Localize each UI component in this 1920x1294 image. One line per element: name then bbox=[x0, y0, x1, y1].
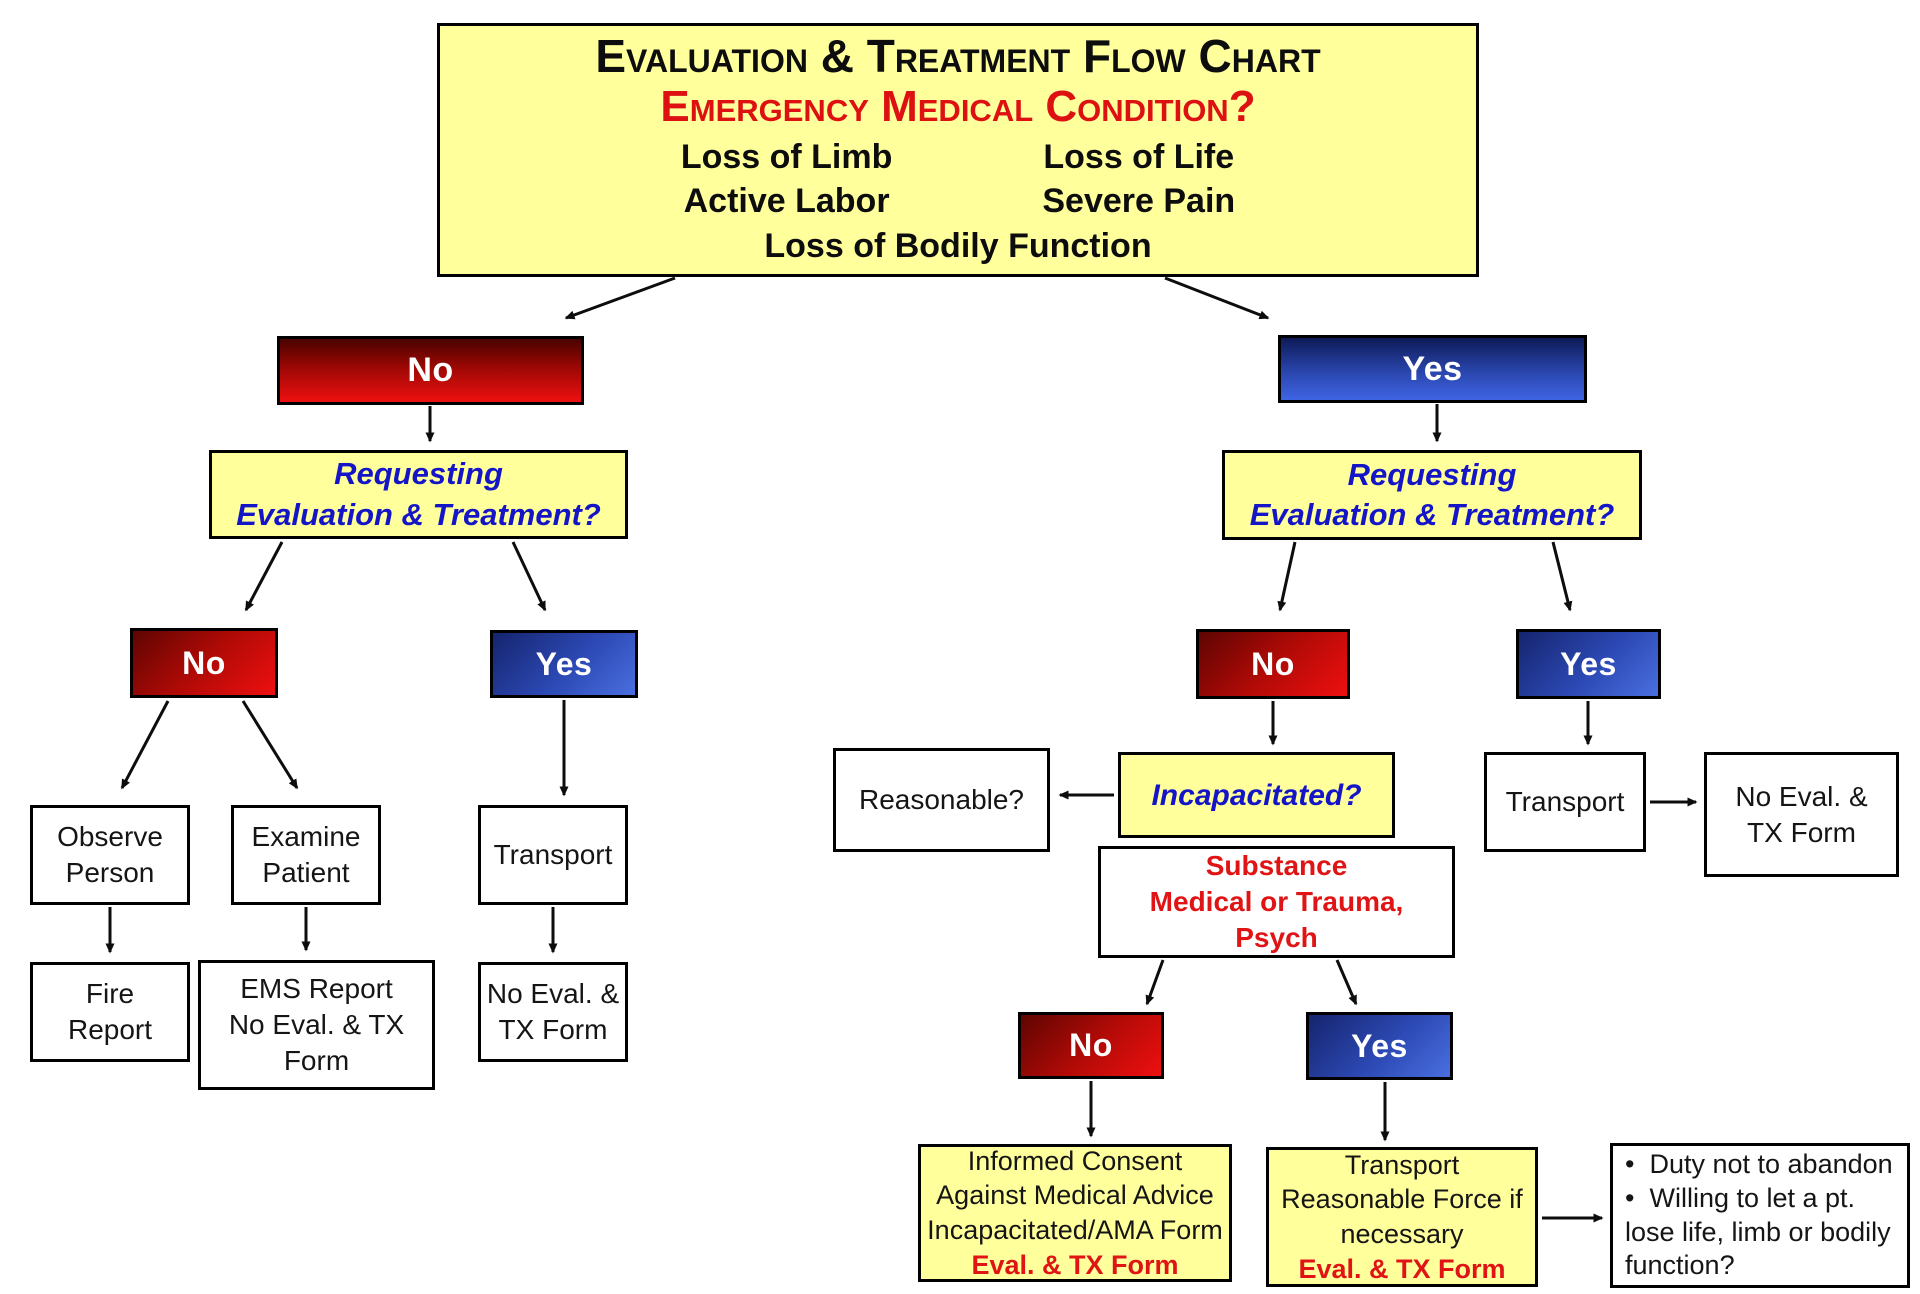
ems-line3: Form bbox=[283, 1044, 350, 1076]
emergency-condition-heading: Emergency Medical Condition? bbox=[660, 81, 1256, 131]
right-sub-yes-box: Yes bbox=[1516, 629, 1661, 699]
ems-line1: EMS Report bbox=[240, 973, 393, 1005]
left-sub-no-label: No bbox=[182, 644, 226, 681]
right-branch-yes-box: Yes bbox=[1278, 335, 1587, 403]
bottom-yes-box: Yes bbox=[1306, 1012, 1453, 1080]
bottom-no-label: No bbox=[1069, 1027, 1113, 1063]
left-noeval-line2: TX Form bbox=[498, 1014, 608, 1045]
right-sub-no-box: No bbox=[1196, 629, 1350, 699]
bottom-no-box: No bbox=[1018, 1012, 1164, 1079]
force-line3: necessary bbox=[1340, 1219, 1464, 1249]
observe-person-box: Observe Person bbox=[30, 805, 190, 905]
condition-loss-of-limb: Loss of Limb bbox=[680, 138, 893, 177]
duty-bullet-1: Duty not to abandon bbox=[1625, 1148, 1892, 1182]
observe-line2: Person bbox=[65, 857, 155, 888]
ems-report-box: EMS Report No Eval. & TX Form bbox=[198, 960, 435, 1090]
transport-force-box: Transport Reasonable Force if necessary … bbox=[1266, 1147, 1538, 1287]
left-requesting-box: Requesting Evaluation & Treatment? bbox=[209, 450, 628, 539]
condition-columns: Loss of Limb Active Labor Loss of Life S… bbox=[681, 135, 1235, 223]
informed-consent-box: Informed Consent Against Medical Advice … bbox=[918, 1144, 1232, 1282]
left-noeval-line1: No Eval. & bbox=[486, 978, 620, 1010]
right-requesting-box: Requesting Evaluation & Treatment? bbox=[1222, 450, 1642, 540]
duty-notes-box: Duty not to abandon Willing to let a pt.… bbox=[1610, 1143, 1910, 1288]
left-noeval-box: No Eval. & TX Form bbox=[478, 962, 628, 1062]
condition-loss-of-bodily-function: Loss of Bodily Function bbox=[764, 226, 1152, 265]
right-noeval-line2: TX Form bbox=[1747, 816, 1856, 848]
duty-bullet-2: Willing to let a pt. lose life, limb or … bbox=[1625, 1182, 1895, 1283]
incapacitated-label: Incapacitated? bbox=[1151, 778, 1362, 812]
right-sub-yes-label: Yes bbox=[1560, 645, 1617, 682]
force-line1: Transport bbox=[1344, 1149, 1460, 1180]
condition-severe-pain: Severe Pain bbox=[1042, 182, 1236, 221]
left-transport-box: Transport bbox=[478, 805, 628, 905]
right-sub-no-label: No bbox=[1251, 645, 1295, 682]
arrow-right-requesting-to-no bbox=[1277, 541, 1297, 612]
examine-line2: Patient bbox=[262, 857, 350, 888]
reasonable-label: Reasonable? bbox=[858, 784, 1025, 816]
right-noeval-box: No Eval. & TX Form bbox=[1704, 752, 1899, 877]
left-requesting-line1: Requesting bbox=[334, 456, 503, 492]
right-branch-yes-label: Yes bbox=[1402, 349, 1463, 388]
ems-line2: No Eval. & TX bbox=[228, 1009, 405, 1041]
fire-line1: Fire bbox=[85, 978, 135, 1010]
condition-active-labor: Active Labor bbox=[683, 182, 890, 221]
title-box: Evaluation & Treatment Flow Chart Emerge… bbox=[437, 23, 1479, 277]
right-requesting-line1: Requesting bbox=[1347, 456, 1517, 492]
flowchart-title: Evaluation & Treatment Flow Chart bbox=[595, 30, 1321, 83]
arrow-substance-to-yes bbox=[1335, 959, 1358, 1006]
informed-line2: Against Medical Advice bbox=[936, 1180, 1214, 1211]
arrow-left-requesting-to-no bbox=[244, 541, 284, 612]
informed-evaltx-line: Eval. & TX Form bbox=[971, 1249, 1179, 1280]
substance-line2: Medical or Trauma, bbox=[1149, 886, 1404, 918]
arrow-title-to-no bbox=[564, 276, 676, 320]
examine-patient-box: Examine Patient bbox=[231, 805, 381, 905]
substance-box: Substance Medical or Trauma, Psych bbox=[1098, 846, 1455, 958]
left-sub-yes-box: Yes bbox=[490, 630, 638, 698]
substance-line3: Psych bbox=[1235, 921, 1318, 953]
reasonable-box: Reasonable? bbox=[833, 748, 1050, 852]
arrow-left-requesting-to-yes bbox=[511, 541, 547, 612]
right-transport-label: Transport bbox=[1505, 786, 1625, 818]
right-requesting-line2: Evaluation & Treatment? bbox=[1249, 497, 1615, 532]
right-noeval-line1: No Eval. & bbox=[1735, 780, 1868, 812]
left-sub-yes-label: Yes bbox=[535, 645, 593, 682]
substance-line1: Substance bbox=[1205, 850, 1348, 882]
examine-line1: Examine bbox=[251, 821, 361, 853]
arrow-substance-to-no bbox=[1145, 959, 1165, 1006]
left-requesting-line2: Evaluation & Treatment? bbox=[236, 496, 601, 532]
left-sub-no-box: No bbox=[130, 628, 278, 698]
force-evaltx-line: Eval. & TX Form bbox=[1298, 1253, 1506, 1284]
arrow-no-to-examine bbox=[241, 700, 299, 790]
right-transport-box: Transport bbox=[1484, 752, 1646, 852]
left-branch-no-box: No bbox=[277, 336, 584, 405]
informed-line3: Incapacitated/AMA Form bbox=[927, 1215, 1223, 1245]
arrow-no-to-observe bbox=[120, 700, 170, 790]
condition-loss-of-life: Loss of Life bbox=[1043, 138, 1235, 177]
arrow-title-to-yes bbox=[1164, 276, 1270, 320]
incapacitated-box: Incapacitated? bbox=[1118, 752, 1395, 838]
force-line2: Reasonable Force if bbox=[1281, 1184, 1523, 1215]
arrow-right-requesting-to-yes bbox=[1551, 541, 1573, 612]
informed-line1: Informed Consent bbox=[967, 1145, 1183, 1176]
left-branch-no-label: No bbox=[407, 351, 454, 389]
fire-report-box: Fire Report bbox=[30, 962, 190, 1062]
observe-line1: Observe bbox=[57, 821, 163, 853]
fire-line2: Report bbox=[67, 1014, 153, 1045]
bottom-yes-label: Yes bbox=[1351, 1027, 1408, 1064]
left-transport-label: Transport bbox=[493, 839, 613, 871]
